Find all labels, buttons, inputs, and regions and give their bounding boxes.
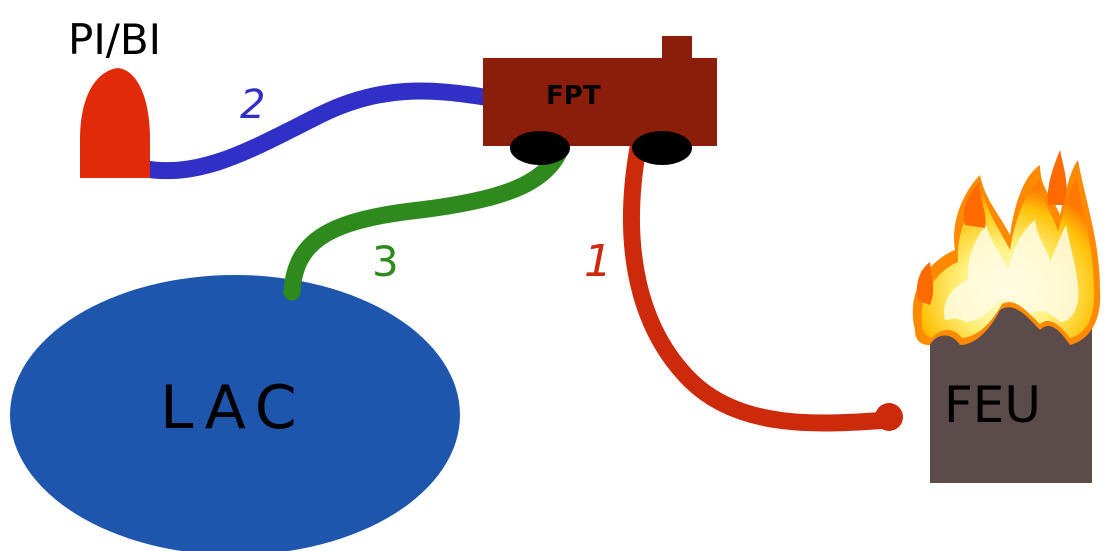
hose-hydrant-line	[131, 82, 499, 180]
hydrant-label: PI/BI	[68, 15, 161, 64]
hose-lake-number: 3	[372, 237, 399, 286]
fire-flames	[912, 150, 1101, 345]
hose-fire-nozzle	[875, 403, 903, 431]
fire-label: FEU	[944, 376, 1041, 434]
hose-fire-number: 1	[584, 236, 612, 287]
truck-label: FPT	[546, 81, 601, 111]
truck-body	[483, 58, 717, 146]
lake-label: LAC	[160, 373, 307, 443]
hose-lake-line	[283, 141, 569, 301]
hose-hydrant-number: 2	[240, 82, 265, 128]
truck-wheel-front	[632, 131, 692, 165]
hydrant-shape	[80, 68, 150, 178]
truck-cab	[662, 36, 692, 62]
truck-wheel-rear	[510, 131, 570, 165]
hose-fire-line	[623, 139, 897, 432]
lake-shape	[10, 275, 460, 551]
